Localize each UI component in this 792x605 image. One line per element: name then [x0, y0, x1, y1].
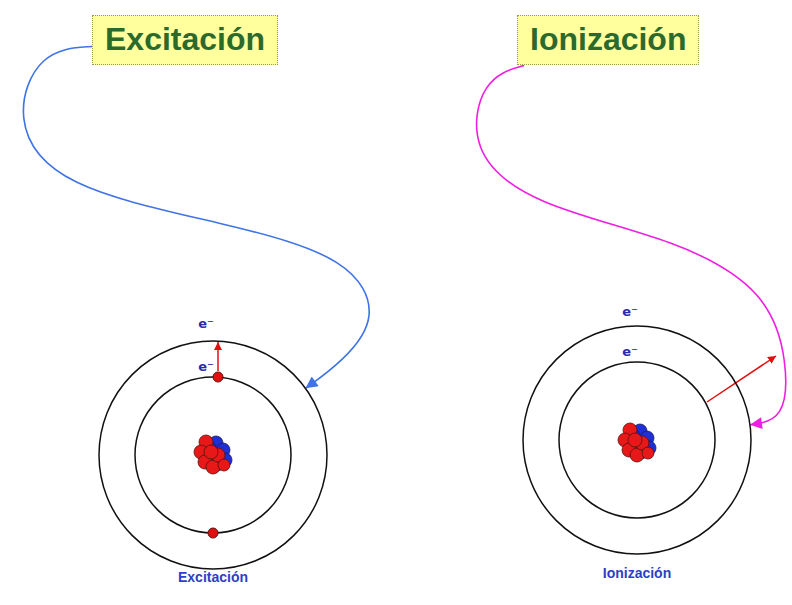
connector-curve: [23, 46, 369, 388]
label-anchor: e⁻: [622, 302, 638, 320]
outer-orbit: [522, 325, 752, 555]
label-anchor: e⁻: [198, 357, 214, 375]
inner-orbit: [559, 362, 715, 518]
outer-orbit-circle: [99, 341, 327, 569]
nucleus: [194, 435, 232, 474]
electron: [208, 528, 218, 538]
electron-label: e⁻: [198, 359, 214, 374]
electron-label: e⁻: [198, 316, 214, 331]
label-anchor: Ionización: [603, 564, 671, 582]
title-text: Excitación: [105, 20, 265, 58]
caption-text: Excitación: [178, 569, 248, 585]
title-box: Ionización: [517, 15, 699, 65]
title-box: Excitación: [92, 15, 278, 65]
electron-label: e⁻: [622, 344, 638, 359]
atom-model: e⁻e⁻Excitación: [98, 340, 328, 570]
connector-curve: [477, 65, 786, 424]
atom-model: e⁻e⁻Ionización: [522, 325, 752, 555]
title-text: Ionización: [530, 20, 686, 58]
outer-orbit-circle: [523, 326, 751, 554]
excitation-arrow: [217, 342, 219, 371]
nucleus: [618, 423, 656, 462]
inner-orbit: [135, 377, 291, 533]
label-anchor: e⁻: [198, 314, 214, 332]
electron-label: e⁻: [622, 304, 638, 319]
outer-orbit: [98, 340, 328, 570]
label-anchor: e⁻: [622, 342, 638, 360]
label-anchor: Excitación: [178, 568, 248, 586]
electron: [213, 372, 223, 382]
caption-text: Ionización: [603, 565, 671, 581]
